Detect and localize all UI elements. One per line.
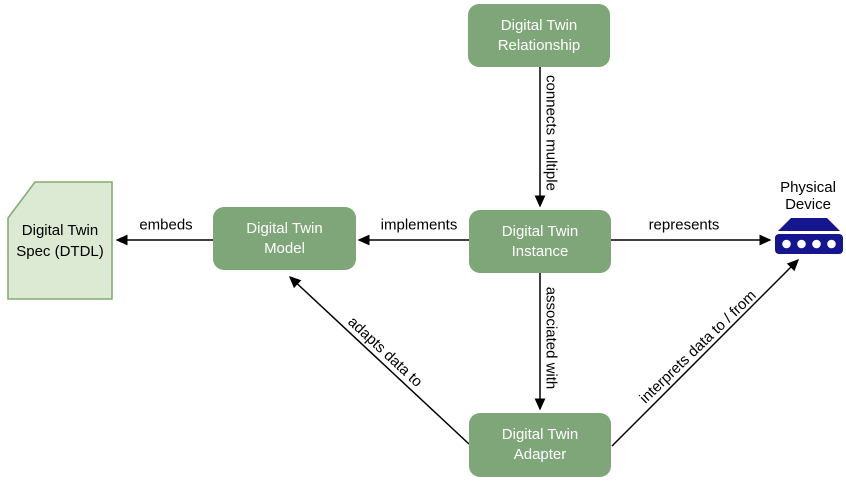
node-physical-device-label: Physical Device — [780, 179, 836, 213]
node-digital-twin-relationship: Digital Twin Relationship — [468, 4, 610, 67]
edge-label-implements: implements — [380, 216, 458, 234]
edge-label-embeds: embeds — [139, 216, 193, 234]
node-label: Digital Twin Relationship — [497, 16, 581, 54]
edge-label-associated-with: associated with — [542, 286, 560, 390]
edge-label-represents: represents — [648, 216, 720, 234]
edge-label-connects-multiple: connects multiple — [542, 75, 560, 191]
node-label: Digital Twin Adapter — [501, 426, 579, 463]
edge-adapts-data-to — [288, 275, 470, 445]
spec-document-shape — [7, 181, 113, 300]
node-label: Digital Twin Instance — [501, 222, 579, 260]
node-digital-twin-adapter: Digital Twin Adapter — [469, 413, 611, 477]
node-digital-twin-spec-label: Digital Twin Spec (DTDL) — [16, 222, 104, 260]
node-label: Digital Twin Model — [246, 219, 323, 257]
node-digital-twin-instance: Digital Twin Instance — [469, 210, 611, 273]
physical-device-icon — [775, 218, 843, 254]
node-digital-twin-model: Digital Twin Model — [213, 207, 356, 270]
edge-interprets-data — [611, 258, 800, 447]
